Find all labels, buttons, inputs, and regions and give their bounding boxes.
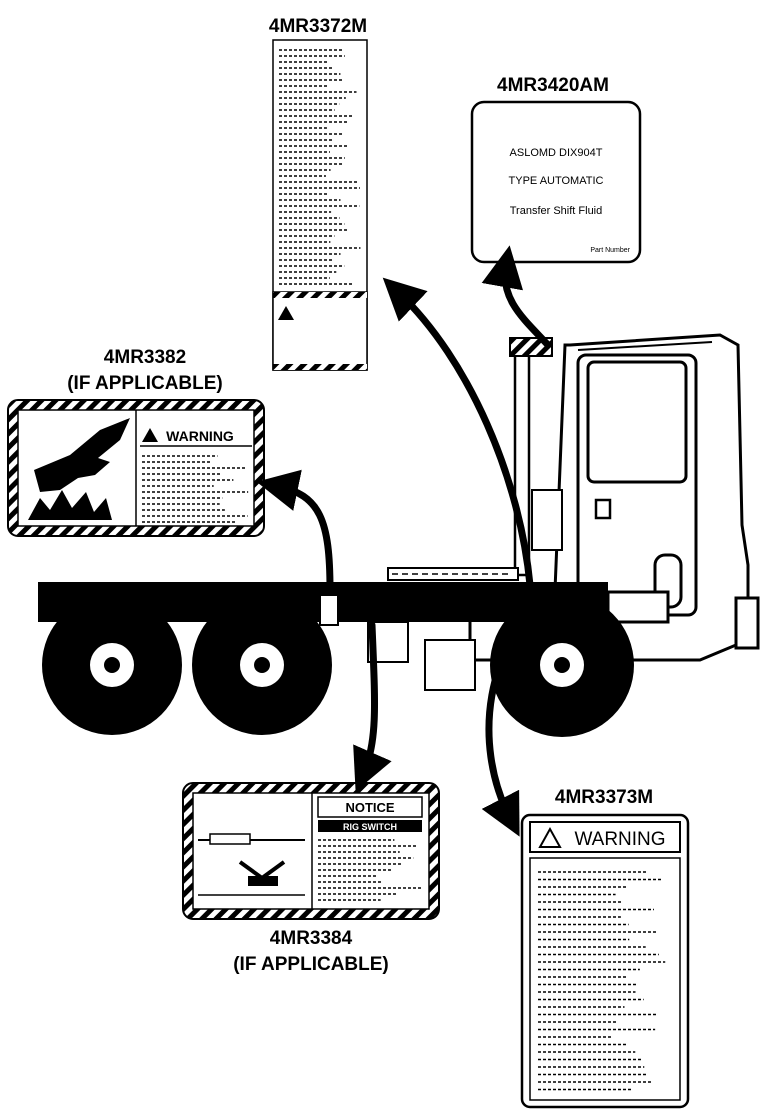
part-number-4mr3384: 4MR3384 [270,928,353,949]
decal-footer: Part Number [590,247,630,254]
decal-line-1: ASLOMD DIX904T [510,147,603,159]
rear-wheel-2 [192,595,332,735]
signal-word-warning: WARNING [574,829,665,850]
arrow-to-4mr3420am [505,266,548,345]
decal-4mr3384: NOTICE RIG SWITCH 4MR3384 (IF APPLICABLE… [183,783,439,975]
decal-line-3: Transfer Shift Fluid [510,205,603,217]
front-wheel [490,593,634,737]
arrow-to-4mr3372m [398,292,530,585]
part-number-4mr3373m: 4MR3373M [555,787,653,808]
signal-word-notice: NOTICE [345,800,394,815]
decal-line-2: TYPE AUTOMATIC [509,175,604,187]
signal-word-warning: WARNING [166,428,234,444]
part-number-4mr3382: 4MR3382 [104,347,186,368]
rear-wheel-1 [42,595,182,735]
decal-4mr3382: 4MR3382 (IF APPLICABLE) WARNING [8,347,264,536]
qualifier-4mr3384: (IF APPLICABLE) [233,954,389,975]
decal-4mr3372m: 4MR3372M [269,16,367,370]
part-number-4mr3420am: 4MR3420AM [497,75,609,96]
decal-4mr3373m: 4MR3373M WARNING [522,787,688,1107]
part-number-4mr3372m: 4MR3372M [269,16,367,37]
qualifier-4mr3382: (IF APPLICABLE) [67,373,223,394]
notice-sub-heading: RIG SWITCH [343,822,397,832]
arrow-to-4mr3382 [277,486,330,590]
decal-4mr3420am: 4MR3420AM ASLOMD DIX904T TYPE AUTOMATIC … [472,75,640,262]
